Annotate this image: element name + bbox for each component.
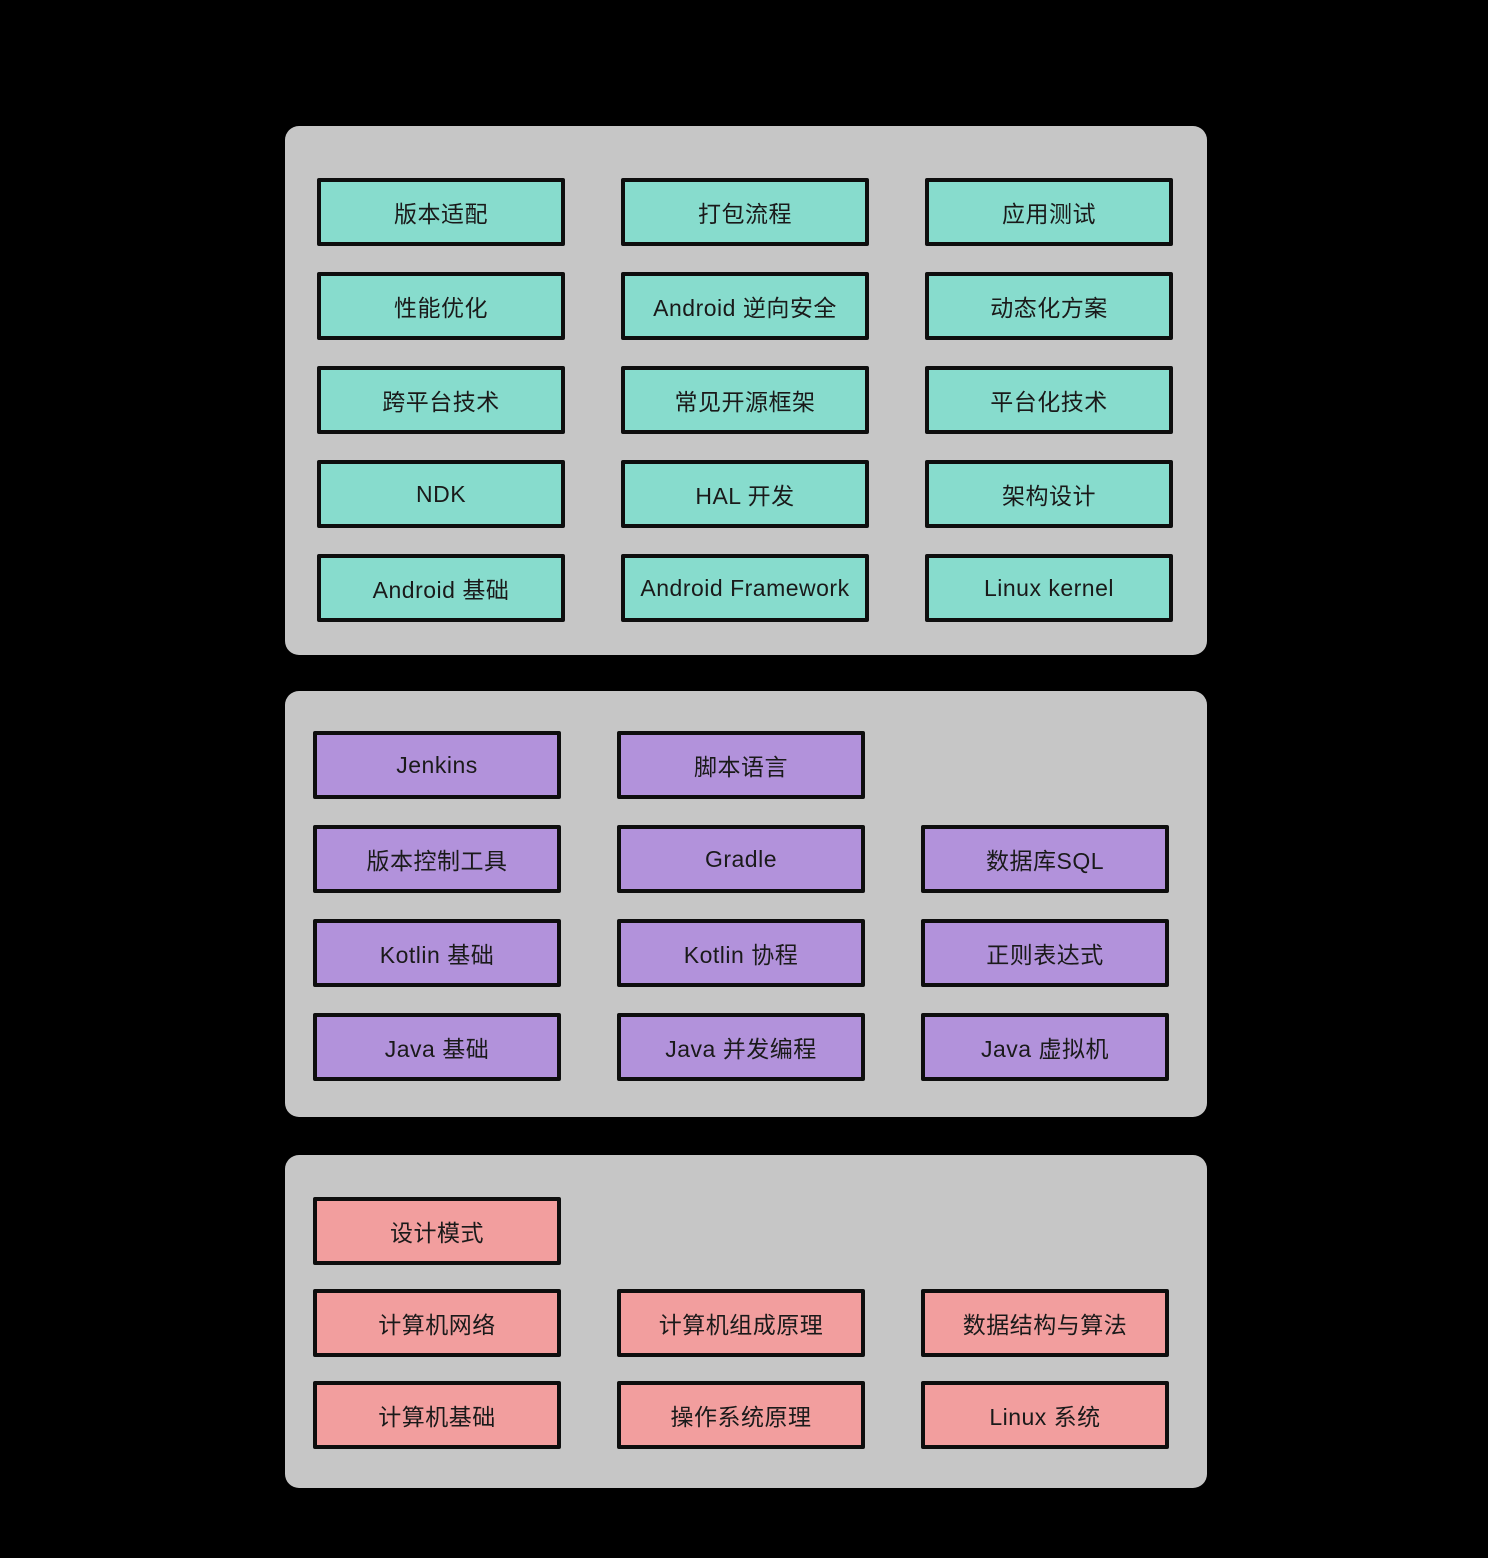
topic-box: Java 并发编程 xyxy=(617,1013,865,1081)
topic-box: NDK xyxy=(317,460,565,528)
topic-box: 正则表达式 xyxy=(921,919,1169,987)
topic-box: Java 基础 xyxy=(313,1013,561,1081)
topic-box: 性能优化 xyxy=(317,272,565,340)
topic-box: Linux kernel xyxy=(925,554,1173,622)
cs-foundation-panel: 设计模式 计算机网络 计算机组成原理 数据结构与算法 计算机基础 操作系统原理 … xyxy=(285,1155,1207,1488)
empty-cell xyxy=(921,1197,1169,1265)
topic-box: 脚本语言 xyxy=(617,731,865,799)
topic-box: 平台化技术 xyxy=(925,366,1173,434)
topic-box: 计算机基础 xyxy=(313,1381,561,1449)
topic-box: Android 逆向安全 xyxy=(621,272,869,340)
android-advanced-grid: 版本适配 打包流程 应用测试 性能优化 Android 逆向安全 动态化方案 跨… xyxy=(317,178,1207,622)
empty-cell xyxy=(617,1197,865,1265)
topic-box: 打包流程 xyxy=(621,178,869,246)
topic-box: 版本控制工具 xyxy=(313,825,561,893)
topic-box: HAL 开发 xyxy=(621,460,869,528)
topic-box: Kotlin 基础 xyxy=(313,919,561,987)
topic-box: 动态化方案 xyxy=(925,272,1173,340)
topic-box: 设计模式 xyxy=(313,1197,561,1265)
topic-box: Gradle xyxy=(617,825,865,893)
topic-box: Jenkins xyxy=(313,731,561,799)
empty-cell xyxy=(921,731,1169,799)
topic-box: 架构设计 xyxy=(925,460,1173,528)
topic-box: 操作系统原理 xyxy=(617,1381,865,1449)
topic-box: 计算机组成原理 xyxy=(617,1289,865,1357)
language-tools-panel: Jenkins 脚本语言 版本控制工具 Gradle 数据库SQL Kotlin… xyxy=(285,691,1207,1117)
topic-box: 数据结构与算法 xyxy=(921,1289,1169,1357)
android-advanced-panel: 版本适配 打包流程 应用测试 性能优化 Android 逆向安全 动态化方案 跨… xyxy=(285,126,1207,655)
cs-foundation-grid: 设计模式 计算机网络 计算机组成原理 数据结构与算法 计算机基础 操作系统原理 … xyxy=(313,1197,1207,1449)
topic-box: 数据库SQL xyxy=(921,825,1169,893)
topic-box: 跨平台技术 xyxy=(317,366,565,434)
topic-box: Java 虚拟机 xyxy=(921,1013,1169,1081)
language-tools-grid: Jenkins 脚本语言 版本控制工具 Gradle 数据库SQL Kotlin… xyxy=(313,731,1207,1081)
topic-box: Android 基础 xyxy=(317,554,565,622)
topic-box: 版本适配 xyxy=(317,178,565,246)
topic-box: Kotlin 协程 xyxy=(617,919,865,987)
topic-box: Linux 系统 xyxy=(921,1381,1169,1449)
topic-box: 计算机网络 xyxy=(313,1289,561,1357)
topic-box: 常见开源框架 xyxy=(621,366,869,434)
topic-box: 应用测试 xyxy=(925,178,1173,246)
topic-box: Android Framework xyxy=(621,554,869,622)
